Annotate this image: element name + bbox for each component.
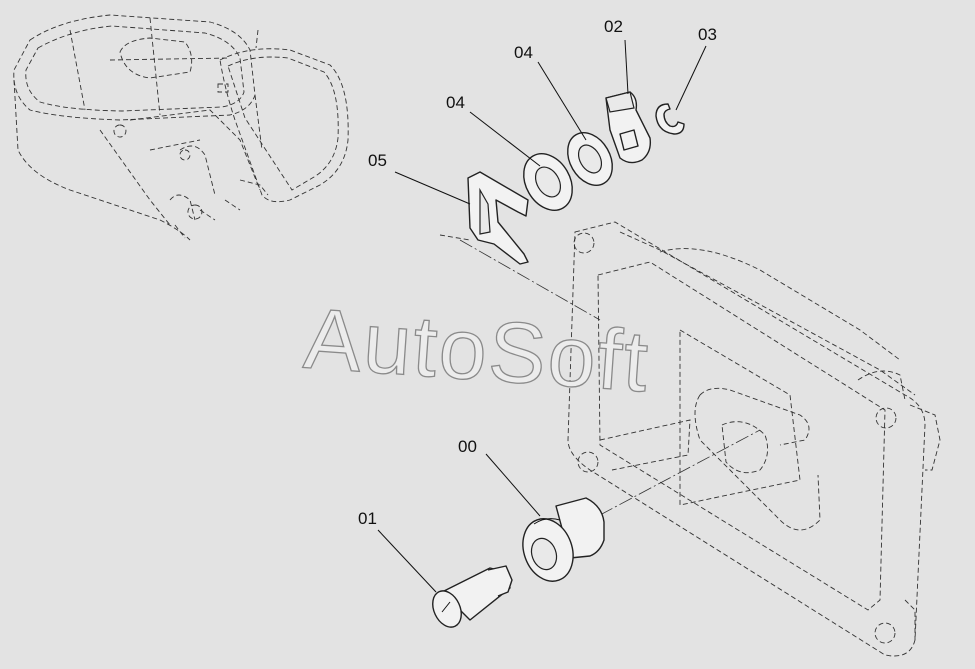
- leader-04a: [469, 111, 541, 167]
- leader-01: [377, 529, 437, 593]
- callout-03: 03: [698, 25, 717, 44]
- assembly-axes: [459, 239, 761, 516]
- part-04-washer-inner: [523, 153, 573, 211]
- callout-05: 05: [368, 151, 387, 170]
- callout-01: 01: [358, 509, 377, 528]
- part-04-washer-outer: [567, 132, 613, 186]
- part-03-retaining-ring: [655, 103, 685, 135]
- leader-03: [675, 45, 707, 111]
- callout-04-upper: 04: [514, 43, 533, 62]
- part-02-lock-cam: [605, 91, 652, 164]
- leader-00: [485, 453, 541, 517]
- leader-04b: [537, 61, 587, 141]
- part-01-lock-cylinder: [432, 565, 513, 628]
- leader-02: [624, 39, 629, 95]
- callout-04-lower: 04: [446, 93, 465, 112]
- handle-base-plate: [567, 221, 941, 657]
- seat-assembly-overview: [13, 14, 349, 241]
- leader-lines: [377, 39, 707, 593]
- part-05-spring-clip: [439, 171, 529, 265]
- callout-02: 02: [604, 17, 623, 36]
- part-00-lock-housing: [522, 497, 605, 582]
- callout-labels: 00 01 02 03 04 04 05: [358, 17, 717, 528]
- watermark: AutoSoft: [301, 291, 653, 411]
- callout-00: 00: [458, 437, 477, 456]
- leader-05: [394, 171, 471, 205]
